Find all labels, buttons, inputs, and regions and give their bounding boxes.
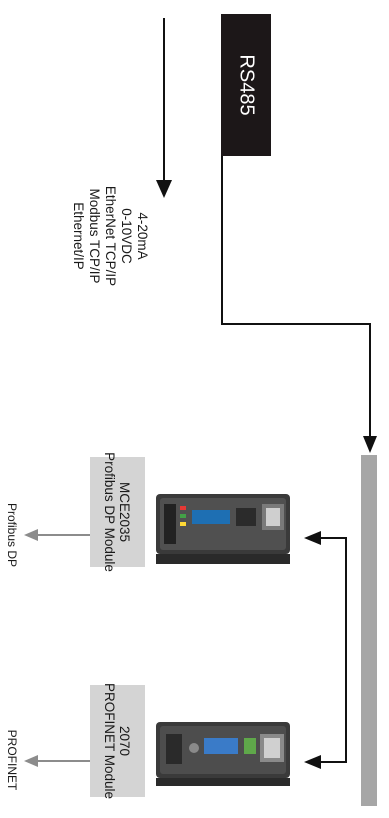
profibus-module-id: MCE2035 [117, 481, 132, 543]
profinet-device-image [156, 722, 290, 786]
profibus-device-image [156, 494, 290, 564]
rs485-wire-head [363, 436, 377, 453]
protocol-item: EtherNet TCP/IP [103, 185, 118, 287]
protocol-item: Modbus TCP/IP [87, 188, 102, 284]
output-arrow-down-head [156, 180, 172, 198]
profibus-module-name: Profibus DP Module [102, 452, 117, 572]
module-bracket [321, 537, 347, 763]
profinet-module-box [90, 685, 145, 797]
protocol-item: 4-20mA [135, 212, 150, 260]
rs485-wire [221, 156, 371, 438]
profinet-module-label: 2070 PROFINET Module [102, 683, 132, 799]
bus-bar [361, 455, 377, 806]
protocol-item: 0-10VDC [119, 208, 134, 264]
profibus-module-label: MCE2035 Profibus DP Module [102, 452, 132, 572]
protocol-list: 4-20mA 0-10VDC EtherNet TCP/IP Modbus TC… [70, 186, 150, 286]
rs485-label: RS485 [235, 54, 258, 116]
profinet-output-label: PROFINET [5, 729, 19, 791]
profibus-module-box [90, 457, 145, 567]
profibus-wire-head [304, 531, 321, 545]
profinet-wire-head [304, 755, 321, 769]
protocol-item: Ethernet/IP [71, 202, 86, 270]
profinet-module-name: PROFINET Module [102, 682, 117, 800]
profinet-module-id: 2070 [117, 725, 132, 757]
profibus-output-arrow-head [24, 529, 38, 541]
profinet-output-arrow-head [24, 755, 38, 767]
rs485-box [221, 14, 271, 156]
profibus-output-label: Profibus DP [5, 502, 19, 568]
